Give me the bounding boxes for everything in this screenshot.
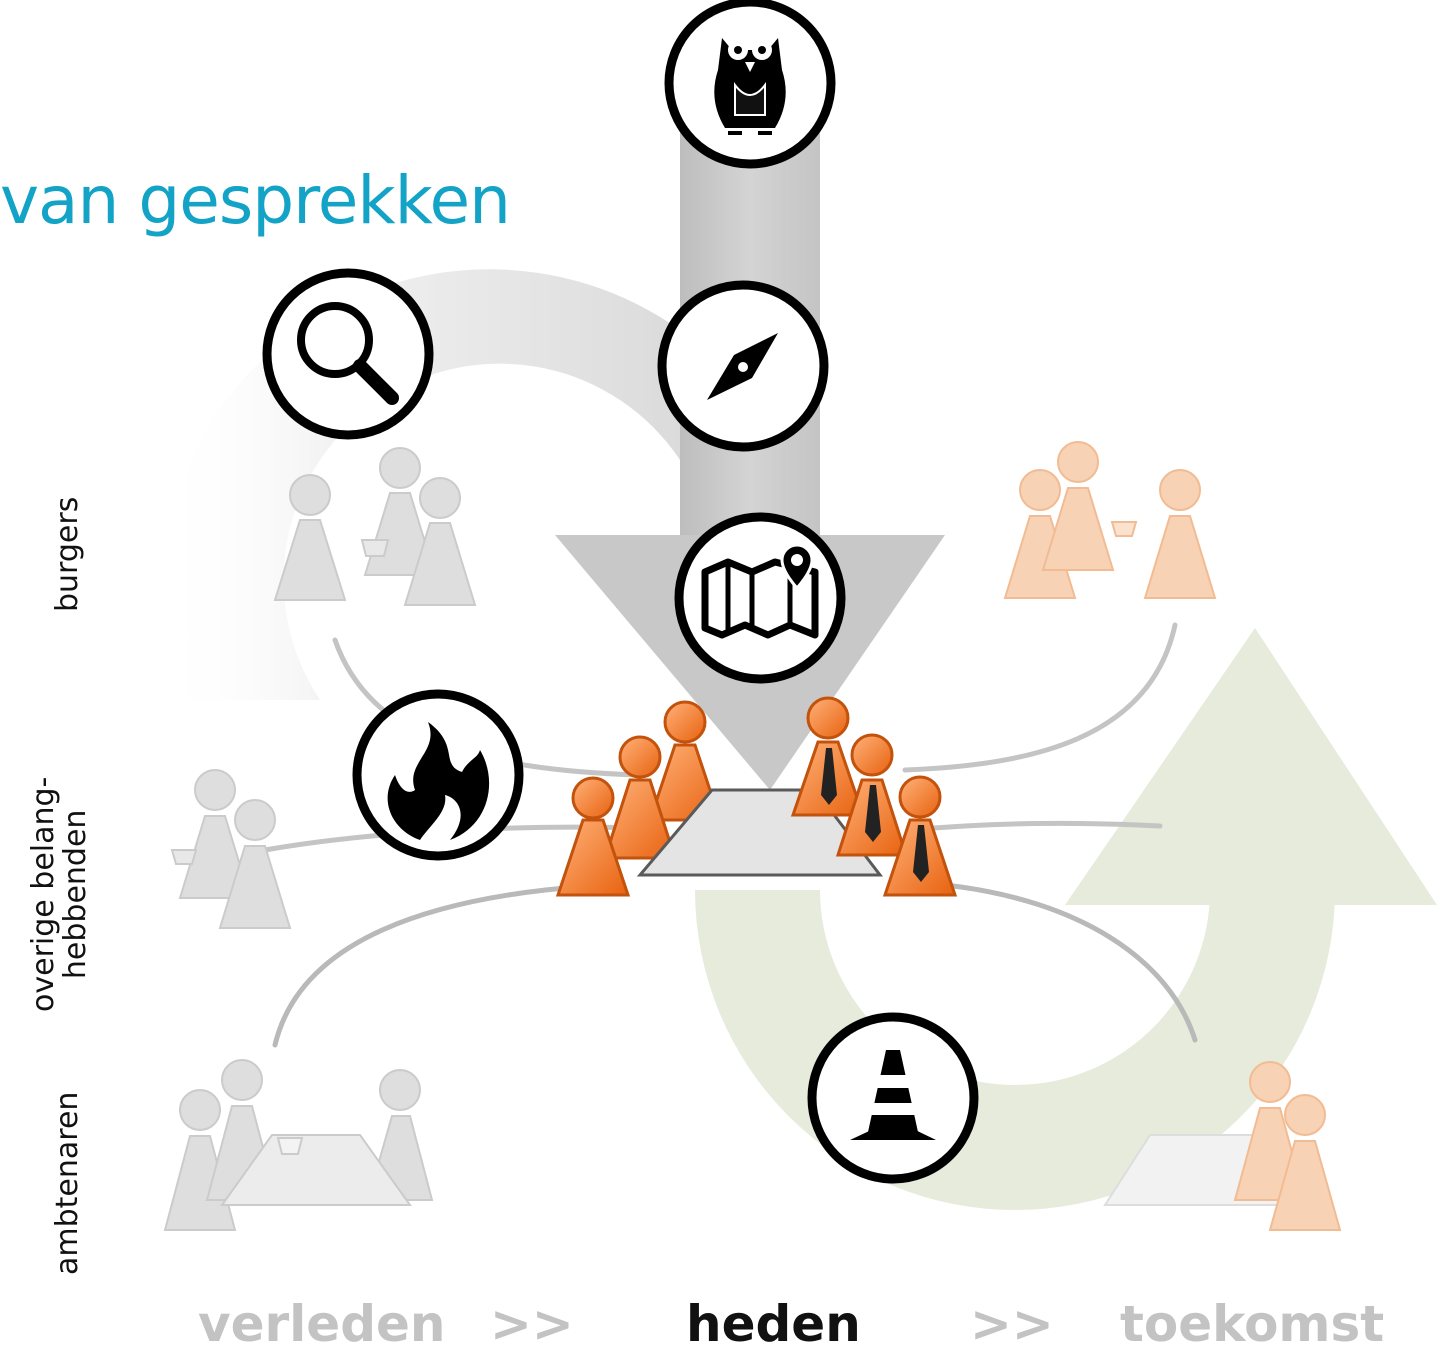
overige-past-group bbox=[170, 769, 292, 929]
row-label-overige-line1: overige belang- bbox=[26, 776, 61, 1012]
fire-icon bbox=[352, 689, 524, 861]
central-meeting bbox=[555, 696, 958, 897]
timeline-past: verleden bbox=[198, 1295, 446, 1353]
row-label-burgers: burgers bbox=[50, 496, 85, 612]
owl-icon bbox=[664, 0, 836, 169]
ties bbox=[821, 748, 929, 882]
row-label-overige-line2: hebbenden bbox=[58, 809, 93, 980]
traffic-cone-icon bbox=[807, 1012, 979, 1184]
row-label-ambtenaren: ambtenaren bbox=[50, 1091, 85, 1275]
timeline-future: toekomst bbox=[1120, 1295, 1385, 1353]
ambtenaren-future-group bbox=[1103, 1061, 1342, 1231]
timeline-separator-1: >> bbox=[490, 1295, 574, 1353]
magnifier-icon bbox=[262, 268, 434, 440]
row-label-overige: overige belang- hebbenden bbox=[26, 776, 93, 1012]
page-title: van gesprekken bbox=[0, 162, 511, 239]
timeline-separator-2: >> bbox=[970, 1295, 1054, 1353]
row-label-ambtenaren-text: ambtenaren bbox=[50, 1091, 85, 1275]
map-pin-icon bbox=[674, 512, 846, 684]
timeline-present: heden bbox=[686, 1295, 861, 1353]
row-label-burgers-text: burgers bbox=[50, 496, 85, 612]
citizens-orange bbox=[555, 700, 723, 897]
ambtenaren-past-group bbox=[163, 1059, 434, 1231]
connection-lines bbox=[262, 622, 1198, 1048]
compass-icon bbox=[657, 280, 829, 452]
burgers-past-group bbox=[273, 447, 477, 606]
burgers-future-group bbox=[1003, 441, 1217, 599]
